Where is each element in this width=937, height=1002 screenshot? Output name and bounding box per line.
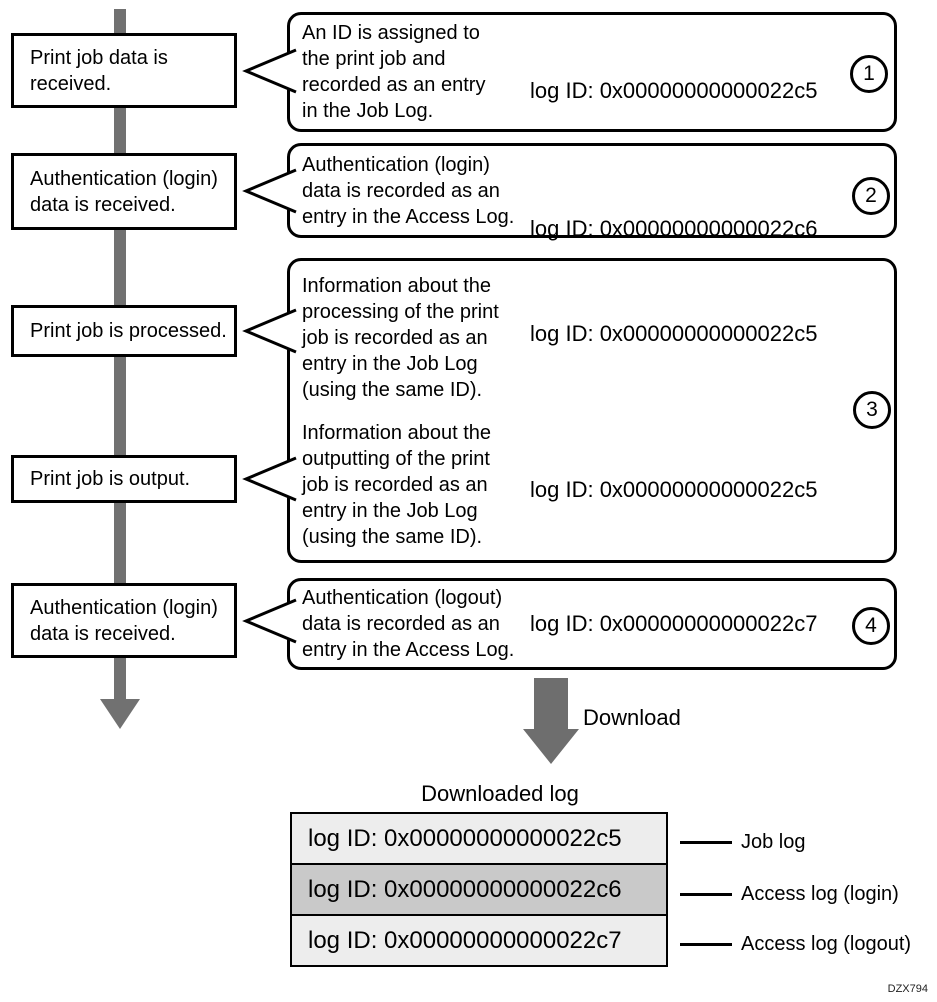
row-divider (292, 914, 666, 916)
callout-description-outputting: Information about the outputting of the … (302, 422, 492, 548)
download-arrow-head (523, 729, 579, 764)
callout-access-log-login-entry: Authentication (login) data is recorded … (287, 143, 897, 241)
row-divider (292, 863, 666, 865)
callout-description: Authentication (login) data is recorded … (302, 153, 515, 228)
downloaded-log-title: Downloaded log (421, 781, 579, 806)
callout-access-log-logout-entry: Authentication (logout) data is recorded… (287, 578, 897, 670)
log-id-value: log ID: 0x00000000000022c6 (530, 216, 818, 241)
downloaded-log-table: log ID: 0x00000000000022c5 log ID: 0x000… (290, 812, 668, 967)
step-box-auth-login-received-2: Authentication (login) data is received. (11, 583, 237, 658)
connector-line-job-log (680, 841, 732, 844)
figure-code: DZX794 (887, 983, 928, 995)
table-row-access-log-logout: log ID: 0x00000000000022c7 (292, 916, 666, 965)
step-box-auth-login-received-1: Authentication (login) data is received. (11, 153, 237, 230)
row-label-access-login: Access log (login) (741, 883, 899, 905)
callout-description: Authentication (logout) data is recorded… (302, 587, 515, 661)
table-row-job-log: log ID: 0x00000000000022c5 (292, 814, 666, 863)
step-label: Print job data is received. (30, 46, 168, 95)
download-arrow-shaft (534, 678, 568, 729)
log-id-cell: log ID: 0x00000000000022c7 (308, 926, 622, 954)
circled-number-label: 3 (866, 398, 878, 421)
step-box-print-job-output: Print job is output. (11, 455, 237, 503)
callout-job-log-processing-output: Information about the processing of the … (287, 258, 897, 563)
process-flow-arrow-head (100, 699, 140, 729)
row-label-access-logout: Access log (logout) (741, 933, 912, 955)
callout-job-log-entry: An ID is assigned to the print job and r… (287, 12, 897, 132)
download-label: Download (583, 705, 681, 730)
step-label: Print job is processed. (30, 320, 227, 342)
step-label: Authentication (login) data is received. (30, 167, 218, 216)
step-label: Print job is output. (30, 468, 191, 490)
circled-number-1: 1 (850, 55, 888, 93)
circled-number-label: 4 (865, 614, 877, 637)
log-id-cell: log ID: 0x00000000000022c5 (308, 824, 622, 852)
circled-number-3: 3 (853, 391, 891, 429)
step-box-print-job-processed: Print job is processed. (11, 305, 237, 357)
log-id-value: log ID: 0x00000000000022c5 (530, 78, 818, 103)
log-id-value: log ID: 0x00000000000022c5 (530, 321, 818, 346)
log-id-cell: log ID: 0x00000000000022c6 (308, 875, 622, 903)
table-row-access-log-login: log ID: 0x00000000000022c6 (292, 865, 666, 914)
row-label-job-log: Job log (741, 831, 806, 853)
step-label: Authentication (login) data is received. (30, 596, 218, 645)
circled-number-label: 2 (865, 184, 877, 207)
log-id-value: log ID: 0x00000000000022c7 (530, 611, 818, 636)
callout-description: An ID is assigned to the print job and r… (302, 22, 486, 122)
connector-line-access-logout (680, 943, 732, 946)
log-id-value: log ID: 0x00000000000022c5 (530, 477, 818, 502)
callout-description-processing: Information about the processing of the … (302, 275, 499, 401)
connector-line-access-login (680, 893, 732, 896)
circled-number-4: 4 (852, 607, 890, 645)
circled-number-2: 2 (852, 177, 890, 215)
step-box-print-data-received: Print job data is received. (11, 33, 237, 108)
circled-number-label: 1 (863, 62, 875, 85)
